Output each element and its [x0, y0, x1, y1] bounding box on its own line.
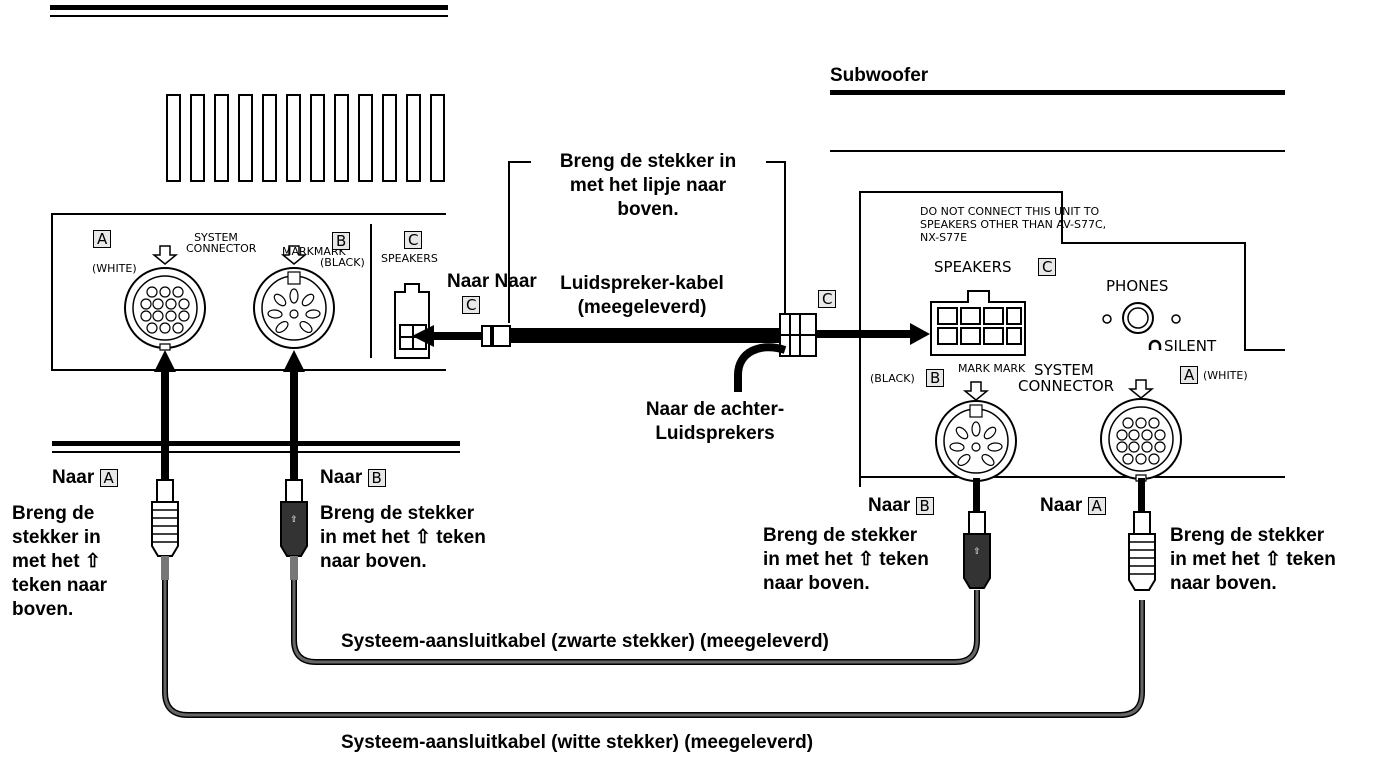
top-note-bracket: [508, 161, 786, 323]
label-connector: CONNECTOR: [186, 242, 257, 255]
plug-note-a-right-1: Breng de stekker: [1170, 525, 1325, 546]
plug-note-a-right-3: naar boven.: [1170, 573, 1277, 594]
speaker-cable: [412, 313, 930, 392]
plug-white-right: [1128, 511, 1156, 591]
plug-note-a-right-2: in met het ⇧ teken: [1170, 549, 1336, 570]
sub-connector-b: [935, 381, 1017, 482]
left-note-1: Breng de: [12, 503, 95, 524]
label-markmark: MARKMARK: [282, 245, 346, 258]
rear-speakers-1: Naar de achter-: [645, 399, 785, 420]
left-note-2: stekker in: [12, 527, 101, 548]
main-unit-top-rule: [50, 5, 448, 17]
label-silent: SILENT: [1164, 337, 1217, 355]
main-unit-vents: [166, 94, 445, 182]
subwoofer-panel: [859, 191, 1285, 487]
black-cable-label: Systeem-aansluitkabel (zwarte stekker) (…: [341, 631, 829, 652]
warning-line-3: NX-S77E: [920, 231, 968, 244]
naar-a-left: Naar: [52, 467, 95, 488]
label-phones: PHONES: [1106, 277, 1169, 295]
label-system: SYSTEM: [194, 231, 238, 244]
cable-label-2: (meegeleverd): [577, 297, 707, 318]
cable-label-1: Luidspreker-kabel: [560, 273, 724, 294]
label-mark-mark: MARK MARK: [958, 362, 1026, 375]
main-unit-bottom-rule: [52, 441, 460, 453]
plug-black-right: ⇧: [963, 511, 991, 589]
top-note-1: Breng de stekker in: [559, 151, 737, 172]
main-connector-b: [253, 245, 335, 349]
plug-black-left: ⇧: [280, 479, 308, 580]
svg-text:⇧: ⇧: [973, 547, 981, 557]
label-speakers-small: SPEAKERS: [381, 252, 438, 265]
naar-b-left: Naar: [320, 467, 363, 488]
label-b-box: B: [332, 232, 351, 250]
label-a-sub-box: A: [1180, 366, 1199, 384]
warning-line-2: SPEAKERS OTHER THAN AV-S77C,: [920, 218, 1107, 231]
top-note-2: met het lipje naar: [569, 175, 727, 196]
left-note-4: teken naar: [12, 575, 108, 596]
label-a-box: A: [93, 230, 112, 248]
left-note-3: met het ⇧: [12, 551, 101, 572]
white-cable-label: Systeem-aansluitkabel (witte stekker) (m…: [341, 732, 814, 753]
plug-note-b-left-2: in met het ⇧ teken: [320, 527, 486, 548]
rear-speakers-2: Luidsprekers: [655, 423, 775, 444]
label-black-sub: (BLACK): [870, 372, 915, 385]
naar-b-right-box: B: [915, 497, 934, 515]
subwoofer-rules: [830, 90, 1285, 152]
naar-a-right: Naar: [1040, 495, 1083, 516]
main-connector-a: [124, 245, 206, 351]
label-c-box: C: [404, 231, 423, 249]
label-white-sub: (WHITE): [1203, 369, 1248, 382]
label-white: (WHITE): [92, 262, 137, 275]
plug-note-b-left-3: naar boven.: [320, 551, 427, 572]
label-c-cable-box: C: [462, 296, 481, 314]
plug-note-b-right-3: naar boven.: [763, 573, 870, 594]
label-c-sub-box: C: [1038, 258, 1057, 276]
label-naar-naar: Naar Naar: [447, 271, 537, 292]
naar-b-left-box: B: [367, 469, 386, 487]
naar-a-left-box: A: [99, 469, 118, 487]
label-connector-sub: CONNECTOR: [1018, 377, 1115, 395]
plug-note-b-right-2: in met het ⇧ teken: [763, 549, 929, 570]
plug-note-b-right-1: Breng de stekker: [763, 525, 918, 546]
connection-arrows: [154, 350, 1145, 512]
phones-jack: [1102, 302, 1181, 334]
label-speakers: SPEAKERS: [934, 258, 1012, 276]
naar-b-right: Naar: [868, 495, 911, 516]
subwoofer-title: Subwoofer: [830, 65, 929, 86]
label-c-right-box: C: [818, 290, 837, 308]
label-b-sub-box: B: [926, 369, 945, 387]
plug-white-left: [151, 479, 179, 580]
warning-line-1: DO NOT CONNECT THIS UNIT TO: [920, 205, 1100, 218]
left-note-5: boven.: [12, 599, 74, 620]
headphone-icon: [1148, 339, 1162, 350]
plug-note-b-left-1: Breng de stekker: [320, 503, 475, 524]
top-note-3: boven.: [617, 199, 679, 220]
subwoofer-speaker-socket: [930, 290, 1026, 356]
naar-a-right-box: A: [1087, 497, 1106, 515]
svg-text:⇧: ⇧: [290, 515, 298, 525]
label-system-sub: SYSTEM: [1034, 361, 1094, 379]
sub-connector-a: [1100, 379, 1182, 482]
main-speaker-socket: [394, 283, 430, 359]
main-unit-panel: [51, 213, 446, 371]
label-black: (BLACK): [320, 256, 365, 269]
